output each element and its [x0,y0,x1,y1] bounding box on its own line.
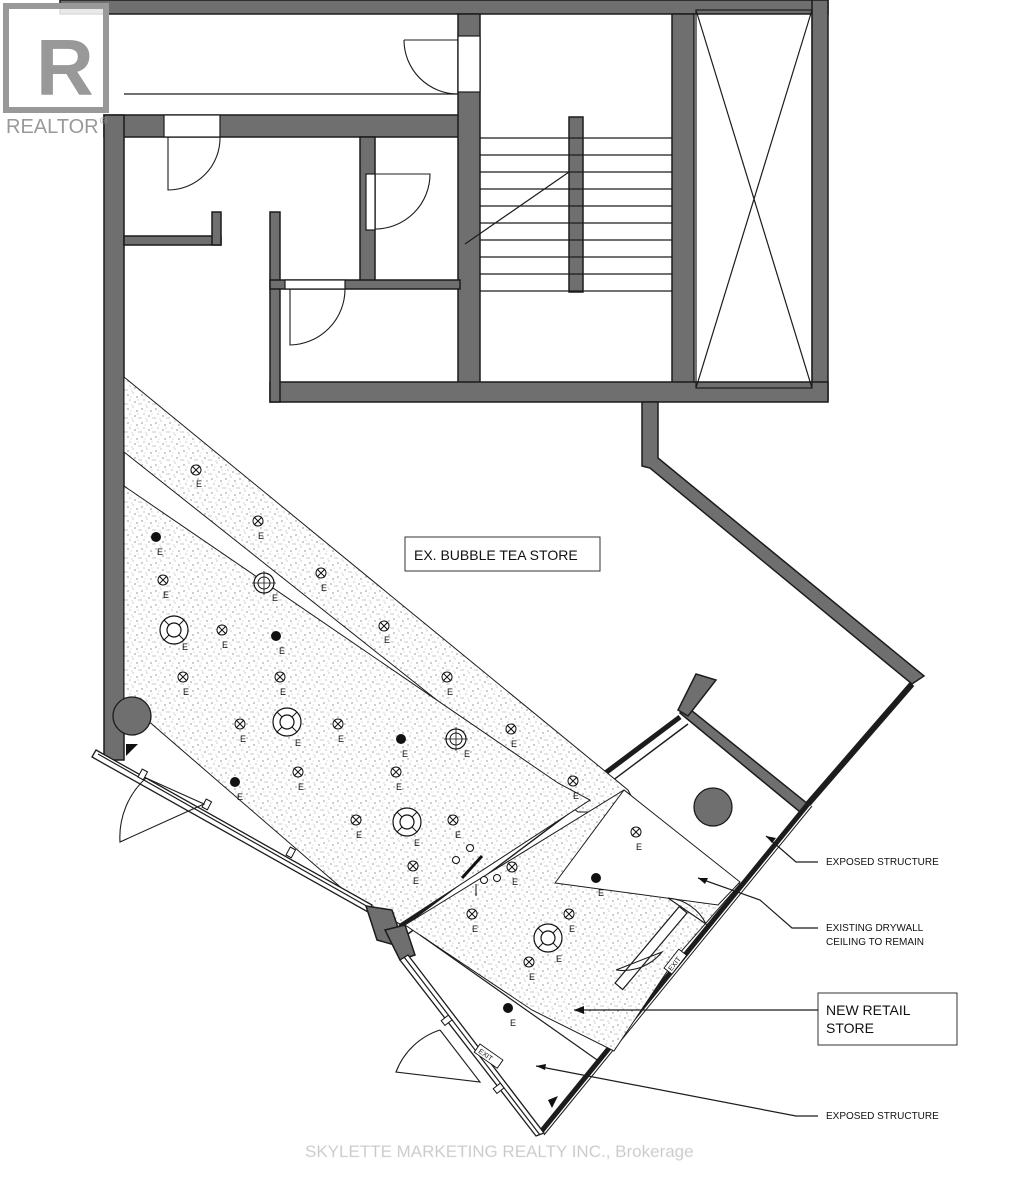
fixture-tags: E E E E E E E E E E E E E E E E E E E E … [157,479,642,1028]
svg-text:E: E [455,830,461,840]
svg-text:E: E [280,687,286,697]
svg-text:E: E [556,954,562,964]
svg-text:E: E [396,782,402,792]
svg-text:E: E [529,972,535,982]
svg-text:E: E [472,924,478,934]
svg-text:NEW RETAIL: NEW RETAIL [826,1002,911,1018]
svg-text:E: E [272,593,278,603]
leader-lines [535,835,818,1117]
svg-text:E: E [258,531,264,541]
svg-text:E: E [321,583,327,593]
core-walls [59,0,829,761]
existing-drywall-label: EXISTING DRYWALL [826,923,924,934]
svg-text:E: E [196,479,202,489]
svg-text:E: E [183,687,189,697]
svg-text:E: E [338,734,344,744]
svg-text:®: ® [100,116,108,127]
svg-text:E: E [598,888,604,898]
svg-text:E: E [414,838,420,848]
existing-drywall-label: CEILING TO REMAIN [826,937,924,948]
track-fixture [452,844,501,896]
exposed-structure-label: EXPOSED STRUCTURE [826,1111,939,1122]
svg-text:E: E [636,842,642,852]
svg-text:E: E [447,687,453,697]
svg-text:E: E [157,547,163,557]
realtor-logo: R REALTOR ® [3,3,109,138]
exposed-structure-label: EXPOSED STRUCTURE [826,857,939,868]
ceiling-bands [123,375,741,1063]
svg-text:E: E [240,734,246,744]
svg-text:REALTOR: REALTOR [6,116,99,138]
shaft [695,9,813,389]
columns [112,696,733,827]
entry-doors [119,777,708,1083]
exit-sign: EXIT [663,948,688,975]
svg-text:E: E [298,782,304,792]
svg-text:E: E [356,830,362,840]
svg-text:E: E [510,1018,516,1028]
triangle-marker [126,744,138,756]
bubble-tea-label: EX. BUBBLE TEA STORE [404,536,601,572]
svg-text:E: E [163,590,169,600]
core-doors [163,35,481,346]
svg-text:E: E [402,749,408,759]
svg-text:E: E [384,635,390,645]
stair [464,137,672,292]
svg-text:E: E [413,876,419,886]
storefront-glazing [91,749,546,1137]
new-retail-label: NEW RETAIL STORE [817,992,958,1046]
svg-text:E: E [511,739,517,749]
svg-text:E: E [512,877,518,887]
svg-text:E: E [573,791,579,801]
svg-text:R: R [36,23,94,112]
fixtures-dot [151,532,601,1013]
svg-text:E: E [279,646,285,656]
svg-text:E: E [569,924,575,934]
svg-text:E: E [464,749,470,759]
triangle-marker [548,1096,558,1108]
svg-text:E: E [222,640,228,650]
svg-text:E: E [237,792,243,802]
svg-text:E: E [295,738,301,748]
svg-text:E: E [182,642,188,652]
brokerage-watermark: SKYLETTE MARKETING REALTY INC., Brokerag… [305,1142,694,1161]
svg-text:STORE: STORE [826,1020,874,1036]
svg-text:EX. BUBBLE TEA STORE: EX. BUBBLE TEA STORE [414,547,578,563]
